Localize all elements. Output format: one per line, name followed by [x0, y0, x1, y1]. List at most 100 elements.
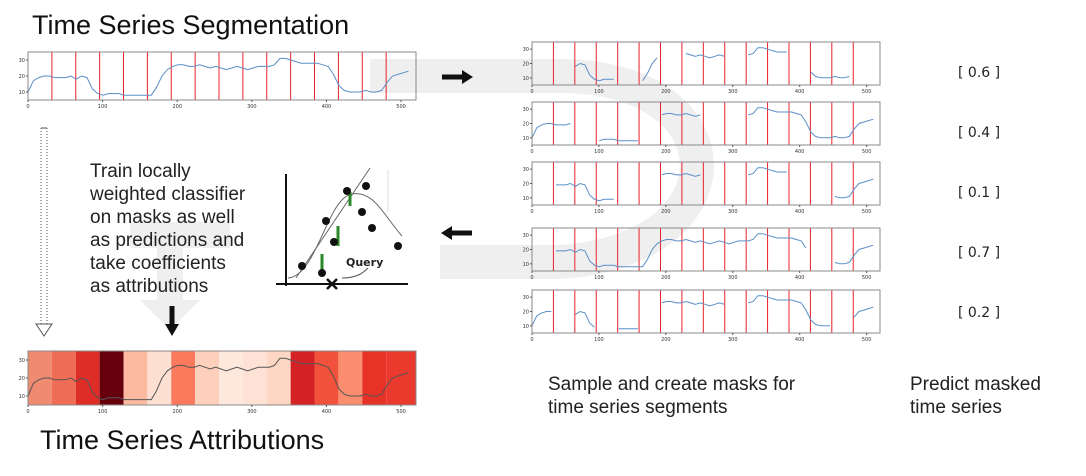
x-tick-label: 100	[594, 89, 604, 95]
attribution-segment	[99, 351, 124, 405]
x-tick-label: 200	[661, 149, 671, 155]
left-arrow-icon	[441, 226, 472, 240]
y-tick-label: 10	[19, 394, 25, 400]
attribution-segment	[362, 351, 387, 405]
x-tick-label: 400	[795, 209, 805, 215]
x-tick-label: 400	[795, 149, 805, 155]
y-tick-label: 30	[523, 107, 529, 113]
prediction-value: [ 0.6 ]	[958, 65, 1001, 81]
prediction-value: [ 0.4 ]	[958, 125, 1001, 141]
sample-point	[394, 242, 402, 250]
attribution-segment	[242, 351, 267, 405]
sample-point	[330, 238, 338, 246]
x-tick-label: 100	[98, 409, 108, 415]
segmentation-title: Time Series Segmentation	[32, 10, 350, 40]
attribution-segment	[314, 351, 339, 405]
sample-point	[358, 208, 366, 216]
x-tick-label: 0	[26, 104, 29, 110]
attribution-segment	[386, 351, 416, 405]
lime-scatter-plot: Query	[276, 167, 408, 290]
x-tick-label: 200	[661, 89, 671, 95]
series-line	[27, 57, 409, 96]
x-tick-label: 500	[862, 275, 872, 281]
x-tick-label: 200	[661, 337, 671, 343]
x-tick-label: 0	[26, 409, 29, 415]
attribution-segment	[147, 351, 172, 405]
x-tick-label: 500	[862, 337, 872, 343]
x-tick-label: 300	[728, 209, 738, 215]
x-tick-label: 500	[396, 409, 406, 415]
y-tick-label: 30	[19, 358, 25, 364]
y-tick-label: 10	[523, 136, 529, 142]
x-tick-label: 500	[862, 89, 872, 95]
attribution-segment	[338, 351, 363, 405]
dotted-down-arrow-icon	[35, 127, 53, 337]
prediction-value: [ 0.2 ]	[958, 305, 1001, 321]
x-tick-label: 300	[247, 104, 257, 110]
plot-frame	[27, 51, 417, 101]
sample-point	[368, 224, 376, 232]
y-tick-label: 30	[523, 295, 529, 301]
sample-point	[362, 182, 370, 190]
attributions-title: Time Series Attributions	[40, 425, 325, 455]
x-tick-label: 200	[172, 409, 182, 415]
sample-point	[318, 269, 326, 277]
x-tick-label: 300	[728, 337, 738, 343]
x-tick-label: 500	[862, 209, 872, 215]
y-tick-label: 30	[523, 47, 529, 53]
attribution-segment	[171, 351, 196, 405]
x-tick-label: 300	[728, 89, 738, 95]
x-tick-label: 500	[396, 104, 406, 110]
attribution-segment	[123, 351, 148, 405]
y-tick-label: 20	[19, 376, 25, 382]
x-tick-label: 200	[661, 275, 671, 281]
y-tick-label: 20	[523, 248, 529, 254]
attribution-segment	[28, 351, 52, 405]
x-tick-label: 0	[530, 89, 533, 95]
query-label: Query	[346, 256, 383, 269]
attribution-segment	[75, 351, 100, 405]
y-tick-label: 10	[523, 196, 529, 202]
attribution-segment	[290, 351, 315, 405]
down-arrow-icon	[165, 306, 179, 336]
y-tick-label: 10	[523, 262, 529, 268]
attribution-segment	[195, 351, 220, 405]
x-tick-label: 200	[661, 209, 671, 215]
prediction-value: [ 0.7 ]	[958, 245, 1001, 261]
sample-point	[298, 262, 306, 270]
y-tick-label: 10	[523, 324, 529, 330]
train-caption: Train locally weighted classifier on mas…	[90, 161, 246, 297]
x-tick-label: 0	[530, 275, 533, 281]
series-line	[556, 167, 874, 202]
x-tick-label: 300	[247, 409, 257, 415]
predict-caption: Predict masked time series	[910, 374, 1041, 418]
series-line	[27, 357, 409, 401]
attribution-segment	[266, 351, 291, 405]
x-tick-label: 0	[530, 337, 533, 343]
y-tick-label: 30	[19, 58, 25, 64]
y-tick-label: 20	[523, 122, 529, 128]
series-line	[531, 295, 874, 330]
prediction-value: [ 0.1 ]	[958, 185, 1001, 201]
x-tick-label: 100	[98, 104, 108, 110]
query-marker-icon	[326, 278, 338, 290]
x-tick-label: 0	[530, 149, 533, 155]
y-tick-label: 20	[523, 310, 529, 316]
series-line	[556, 233, 874, 268]
series-line	[531, 107, 874, 142]
y-tick-label: 10	[523, 76, 529, 82]
x-tick-label: 500	[862, 149, 872, 155]
x-tick-label: 100	[594, 149, 604, 155]
y-tick-label: 20	[19, 74, 25, 80]
y-tick-label: 20	[523, 182, 529, 188]
y-tick-label: 30	[523, 167, 529, 173]
x-tick-label: 300	[728, 149, 738, 155]
plot-frame	[531, 101, 881, 146]
x-tick-label: 100	[594, 275, 604, 281]
right-arrow-icon	[442, 70, 473, 84]
